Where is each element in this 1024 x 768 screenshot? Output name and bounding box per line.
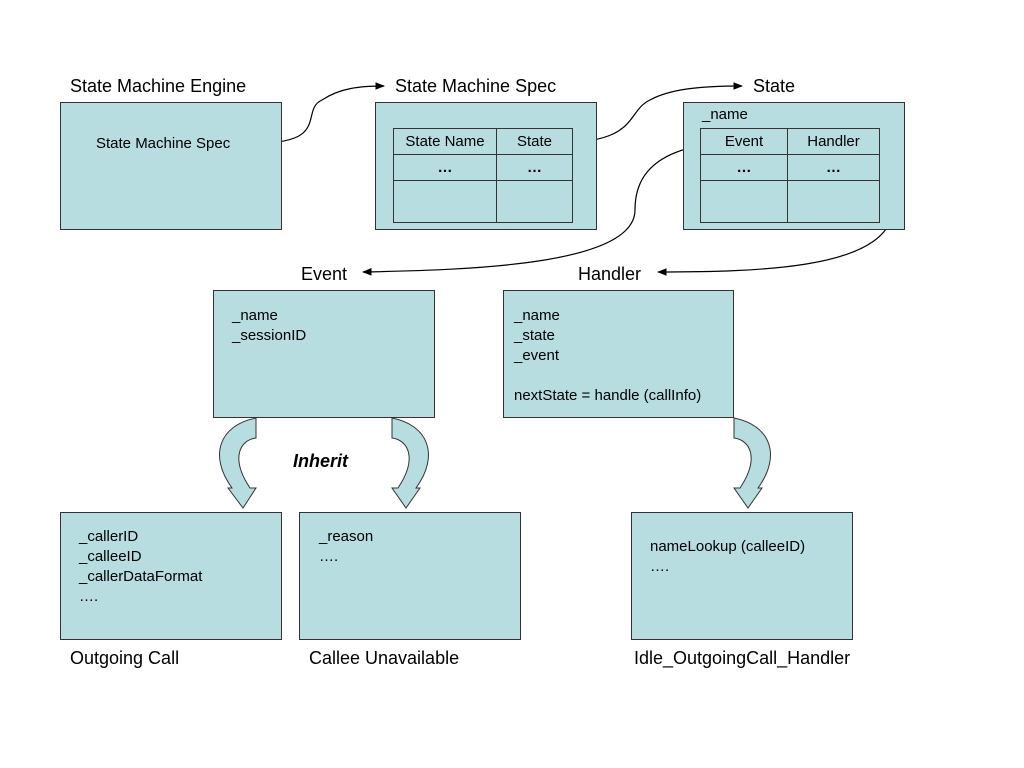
engine-title: State Machine Engine xyxy=(70,76,247,96)
handler-title: Handler xyxy=(578,264,642,284)
spec-cell xyxy=(393,180,497,223)
spec-cell xyxy=(496,180,573,223)
handler-field xyxy=(514,366,701,386)
callee-unavailable-field: …. xyxy=(319,548,339,565)
spec-cell: … xyxy=(496,154,573,181)
callee-unavailable-fields: _reason …. xyxy=(319,527,373,567)
spec-table: State Name State … … xyxy=(393,128,573,223)
callee-unavailable-title: Callee Unavailable xyxy=(309,648,460,668)
spec-header-state-name: State Name xyxy=(393,128,497,155)
outgoing-call-box: _callerID _calleeID _callerDataFormat …. xyxy=(60,512,282,640)
handler-field: _state xyxy=(514,327,555,344)
state-table: Event Handler … … xyxy=(700,128,880,223)
event-fields: _name _sessionID xyxy=(232,306,306,346)
event-title: Event xyxy=(301,264,348,284)
curved-arrow-icon xyxy=(733,417,771,509)
engine-field: State Machine Spec xyxy=(96,135,231,152)
outgoing-call-field: _callerID xyxy=(79,528,139,545)
outgoing-call-field: _callerDataFormat xyxy=(79,568,203,585)
event-field: _name xyxy=(232,307,278,324)
state-title: State xyxy=(753,76,796,96)
state-name-field: _name xyxy=(702,106,748,123)
spec-to-state-arrow xyxy=(554,82,743,144)
idle-handler-fields: nameLookup (calleeID) …. xyxy=(650,537,805,577)
spec-title: State Machine Spec xyxy=(395,76,557,96)
outgoing-call-field: _calleeID xyxy=(79,548,142,565)
spec-header-state: State xyxy=(496,128,573,155)
handler-field: nextState = handle (callInfo) xyxy=(514,387,702,404)
callee-unavailable-field: _reason xyxy=(319,528,374,545)
outgoing-call-field: …. xyxy=(79,588,99,605)
idle-handler-title: Idle_OutgoingCall_Handler xyxy=(634,648,851,668)
idle-handler-box: nameLookup (calleeID) …. xyxy=(631,512,853,640)
idle-handler-field: nameLookup (calleeID) xyxy=(650,538,806,555)
state-cell: … xyxy=(787,154,880,181)
idle-handler-field: …. xyxy=(650,558,670,575)
spec-cell: … xyxy=(393,154,497,181)
engine-to-spec-arrow xyxy=(257,82,385,144)
outgoing-call-fields: _callerID _calleeID _callerDataFormat …. xyxy=(79,527,202,607)
state-header-event: Event xyxy=(700,128,788,155)
event-field: _sessionID xyxy=(232,327,307,344)
outgoing-call-title: Outgoing Call xyxy=(70,648,180,668)
state-cell: … xyxy=(700,154,788,181)
event-box: _name _sessionID xyxy=(213,290,435,418)
handler-field: _event xyxy=(514,347,560,364)
state-header-handler: Handler xyxy=(787,128,880,155)
state-box: _name Event Handler … … xyxy=(683,102,905,230)
handler-box: _name _state _event nextState = handle (… xyxy=(503,290,734,418)
curved-arrow-icon xyxy=(219,417,257,509)
state-to-event-arrow xyxy=(362,142,721,276)
state-cell xyxy=(700,180,788,223)
engine-box: State Machine Spec xyxy=(60,102,282,230)
handler-field: _name xyxy=(514,307,560,324)
spec-box: State Name State … … xyxy=(375,102,597,230)
inherit-label: Inherit xyxy=(293,451,349,471)
callee-unavailable-box: _reason …. xyxy=(299,512,521,640)
curved-arrow-icon xyxy=(391,417,429,509)
handler-fields: _name _state _event nextState = handle (… xyxy=(514,306,701,406)
state-cell xyxy=(787,180,880,223)
